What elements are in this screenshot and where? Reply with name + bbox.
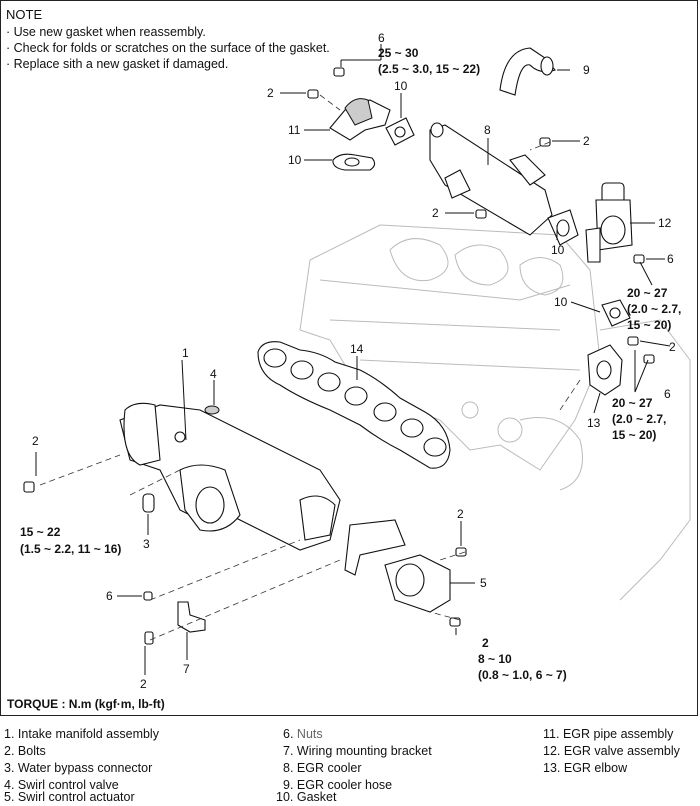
swirl-control-valve — [204, 405, 220, 415]
egr-pipe-assembly — [329, 98, 391, 141]
legend-item-6: 6. Nuts — [283, 727, 323, 741]
leader-lines — [35, 44, 671, 675]
callout-12: 12 — [658, 216, 672, 230]
spec-low-line1: 20 ~ 27 — [612, 396, 653, 410]
callout-14: 14 — [350, 342, 364, 356]
wiring-mounting-bracket — [177, 601, 206, 633]
callout-3: 3 — [143, 537, 150, 551]
spec-top-line1: 25 ~ 30 — [378, 46, 419, 60]
gasket-upper — [385, 117, 415, 146]
callout-6-left: 6 — [106, 589, 113, 603]
callout-5: 5 — [480, 576, 487, 590]
legend-item-12: 12. EGR valve assembly — [543, 744, 680, 758]
callout-numbers: 6 9 2 10 11 8 2 10 2 12 10 6 10 1 14 4 2… — [32, 31, 676, 691]
diagram-frame — [0, 0, 698, 716]
spec-low-line3: 15 ~ 20) — [612, 428, 656, 442]
legend-item-13: 13. EGR elbow — [543, 761, 628, 775]
spec-mid-line2: (2.0 ~ 2.7, — [627, 302, 681, 316]
spec-left-line2: (1.5 ~ 2.2, 11 ~ 16) — [20, 542, 121, 556]
callout-7: 7 — [183, 662, 190, 676]
gasket-left — [332, 153, 376, 171]
callout-8: 8 — [484, 123, 491, 137]
legend-item-10: 10. Gasket — [276, 790, 337, 804]
legend-item-4: 4. Swirl control valve — [4, 778, 119, 792]
callout-10-b: 10 — [288, 153, 302, 167]
egr-cooler-hose — [499, 47, 556, 96]
callout-2-left: 2 — [32, 434, 39, 448]
spec-bottom-line1: 8 ~ 10 — [478, 652, 512, 666]
callout-6-mid: 6 — [667, 252, 674, 266]
gasket-right — [601, 299, 631, 327]
torque-specs: 25 ~ 30 (2.5 ~ 3.0, 15 ~ 22) 20 ~ 27 (2.… — [20, 46, 681, 682]
callout-10-c: 10 — [551, 243, 565, 257]
exploded-view-diagram: 6 9 2 10 11 8 2 10 2 12 10 6 10 1 14 4 2… — [20, 31, 691, 691]
callout-2-bottom: 2 — [140, 677, 147, 691]
fasteners — [23, 67, 655, 645]
callout-2-e: 2 — [457, 507, 464, 521]
callout-2-a: 2 — [267, 86, 274, 100]
water-bypass-connector — [142, 493, 155, 513]
note-line-3: · Replace sith a new gasket if damaged. — [6, 57, 229, 71]
gasket-cooler — [547, 209, 579, 246]
note-title: NOTE — [6, 7, 43, 22]
egr-valve-assembly — [585, 182, 633, 263]
legend-item-2: 2. Bolts — [4, 744, 46, 758]
spec-mid-line3: 15 ~ 20) — [627, 318, 671, 332]
legend-item-9: 9. EGR cooler hose — [283, 778, 393, 792]
egr-cooler — [429, 122, 553, 236]
spec-left-line1: 15 ~ 22 — [20, 525, 61, 539]
swirl-control-actuator — [344, 519, 451, 613]
intake-manifold — [119, 402, 341, 551]
spec-bottom-line2: (0.8 ~ 1.0, 6 ~ 7) — [478, 668, 567, 682]
note-line-2: · Check for folds or scratches on the su… — [6, 41, 330, 55]
callout-6-top: 6 — [378, 31, 385, 45]
callout-1: 1 — [182, 346, 189, 360]
spec-low-line2: (2.0 ~ 2.7, — [612, 412, 666, 426]
egr-elbow — [587, 344, 623, 396]
callout-10-a: 10 — [394, 79, 408, 93]
manifold-gasket — [257, 341, 451, 469]
callout-2-b: 2 — [583, 134, 590, 148]
cylinder-head-ghost — [299, 224, 691, 601]
callout-9: 9 — [583, 63, 590, 77]
torque-unit-label: TORQUE : N.m (kgf·m, lb-ft) — [7, 697, 165, 711]
callout-2-d: 2 — [669, 340, 676, 354]
callout-10-d: 10 — [554, 295, 568, 309]
callout-2-c: 2 — [432, 206, 439, 220]
legend-item-8: 8. EGR cooler — [283, 761, 362, 775]
note-line-1: · Use new gasket when reassembly. — [6, 25, 206, 39]
callout-4: 4 — [210, 367, 217, 381]
callout-6-low: 6 — [664, 387, 671, 401]
callout-2-f: 2 — [482, 636, 489, 650]
spec-top-line2: (2.5 ~ 3.0, 15 ~ 22) — [378, 62, 480, 76]
callout-11: 11 — [288, 123, 301, 137]
legend-item-11: 11. EGR pipe assembly — [543, 727, 674, 741]
assembly-lines — [39, 94, 581, 641]
legend-item-5: 5. Swirl control actuator — [4, 790, 135, 804]
legend-item-7: 7. Wiring mounting bracket — [283, 744, 432, 758]
legend-item-1: 1. Intake manifold assembly — [4, 727, 159, 741]
legend-item-3: 3. Water bypass connector — [4, 761, 153, 775]
spec-mid-line1: 20 ~ 27 — [627, 286, 668, 300]
callout-13: 13 — [587, 416, 601, 430]
